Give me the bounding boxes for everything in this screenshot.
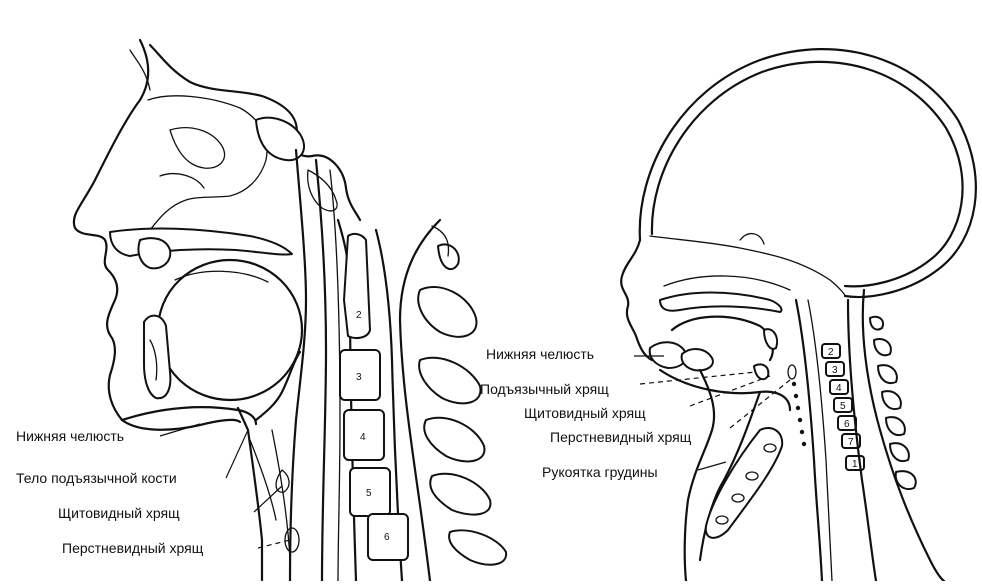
leader-infant-cricoid (729, 379, 791, 429)
infant-vertebra-label: 2 (828, 347, 834, 358)
adult-sphenoid (255, 116, 305, 162)
adult-neck-back (398, 218, 442, 583)
leader-adult-cricoid (257, 539, 291, 549)
infant-hyoid (753, 363, 770, 381)
label-adult-hyoid-body: Тело подъязычной кости (16, 470, 177, 486)
adult-vertebra-2 (343, 232, 371, 339)
infant-spinous-processes (869, 315, 917, 490)
infant-cranial-base (649, 235, 846, 297)
adult-hard-palate (109, 227, 293, 257)
infant-pharynx (794, 298, 824, 583)
label-adult-mandible: Нижняя челюсть (16, 428, 125, 444)
label-infant-hyoid-cartilage: Подъязычный хрящ (480, 381, 609, 397)
label-adult-cricoid-cartilage: Перстневидный хрящ (62, 540, 204, 556)
adult-face-profile (72, 38, 242, 431)
label-infant-cricoid-cartilage: Перстневидный хрящ (550, 429, 692, 445)
infant-face-profile (620, 238, 654, 362)
adult-cricoid-shape (284, 527, 300, 553)
infant-vertebra-label: 5 (840, 401, 846, 412)
infant-vertebra-3 (825, 361, 845, 377)
adult-vertebra-label: 5 (366, 488, 372, 499)
adult-nasal-cavity (147, 95, 268, 231)
adult-skull-base (148, 43, 362, 222)
adult-vertebra-4 (343, 409, 385, 461)
adult-tongue (156, 258, 304, 402)
infant-section: 2 3 4 5 6 7 1 (620, 48, 977, 583)
adult-larynx (236, 406, 264, 582)
infant-neck-front (683, 368, 716, 583)
infant-vertebra-label: 3 (832, 365, 838, 376)
adult-vertebra-6 (367, 513, 409, 561)
adult-spinous-processes (417, 243, 508, 566)
label-infant-mandible: Нижняя челюсть (486, 346, 595, 362)
leader-adult-mandible (159, 423, 201, 437)
infant-vertebra-4 (829, 379, 849, 395)
adult-vertebra-label: 4 (360, 432, 366, 443)
leader-infant-hyoid (639, 371, 757, 385)
infant-trachea-rings (791, 381, 807, 447)
infant-airway-front (658, 368, 792, 412)
adult-vertebrae: 2 3 4 5 6 (339, 232, 409, 561)
infant-vertebra-label: 7 (848, 437, 854, 448)
infant-vertebra-label: 1 (852, 459, 858, 470)
infant-palate (659, 291, 783, 313)
infant-neck-back (861, 288, 946, 583)
adult-pharynx-back (314, 158, 328, 583)
infant-vertebra-7 (841, 433, 861, 449)
label-infant-thyroid-cartilage: Щитовидный хрящ (524, 405, 646, 421)
label-adult-thyroid-cartilage: Щитовидный хрящ (58, 505, 180, 521)
leader-adult-hyoid (225, 429, 249, 479)
label-infant-manubrium: Рукоятка грудины (542, 464, 658, 480)
adult-section: 2 3 4 5 6 (72, 38, 508, 583)
infant-manubrium (704, 427, 784, 539)
leader-infant-manubrium (697, 461, 727, 471)
leader-adult-thyroid (253, 485, 283, 513)
infant-vertebra-5 (833, 397, 853, 413)
adult-vertebra-3 (339, 349, 381, 401)
infant-mandible (648, 341, 687, 369)
adult-vertebra-label: 3 (356, 372, 362, 383)
infant-vertebra-label: 4 (836, 383, 842, 394)
infant-vertebra-2 (821, 343, 841, 359)
adult-pharynx-front (288, 148, 308, 583)
adult-vertebra-label: 2 (356, 310, 362, 321)
adult-vertebra-label: 6 (384, 532, 390, 543)
infant-vertebra-label: 6 (844, 419, 850, 430)
adult-mandible (143, 314, 172, 400)
infant-cricoid-shape (787, 364, 797, 380)
infant-cranium (638, 48, 977, 299)
leader-infant-thyroid (689, 375, 771, 407)
